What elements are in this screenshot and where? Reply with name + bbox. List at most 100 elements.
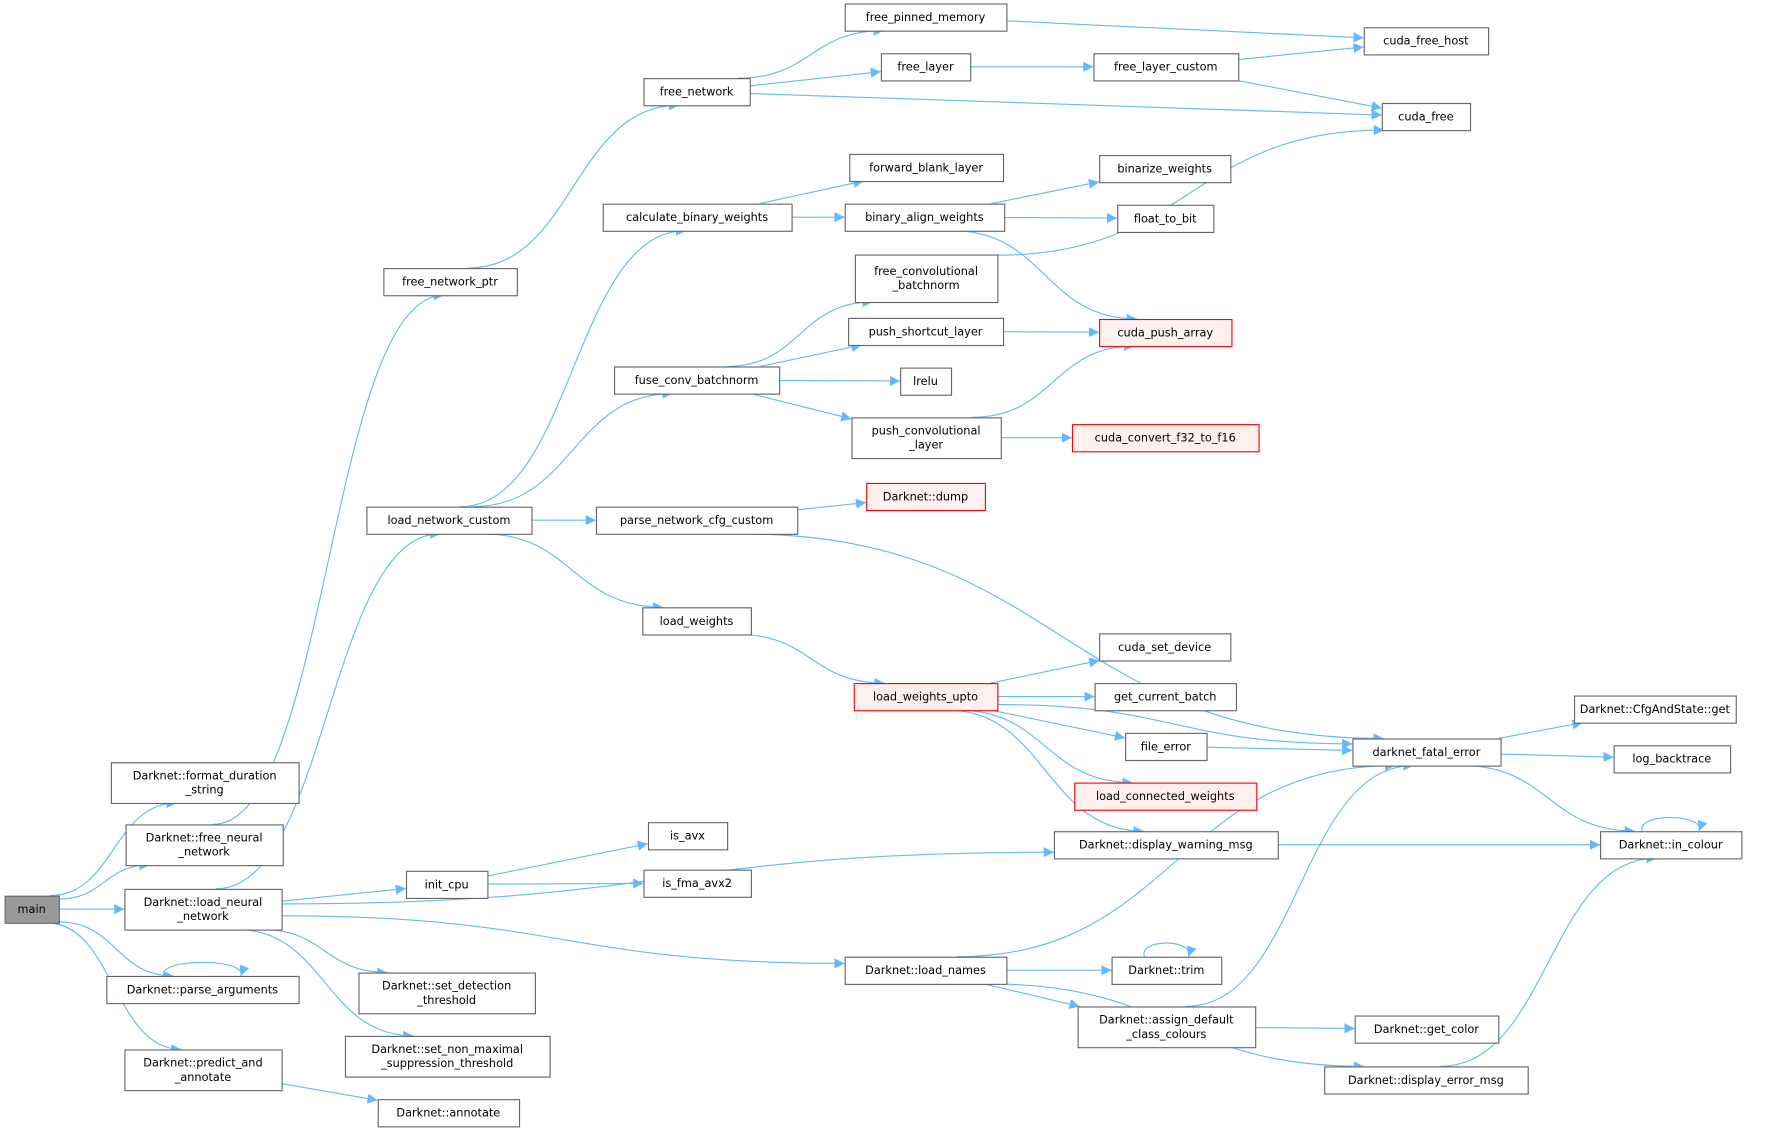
node-file-error[interactable]: file_error [1125, 732, 1208, 762]
node-binarize[interactable]: binarize_weights [1099, 154, 1232, 184]
node-box [1117, 204, 1215, 233]
node-format-duration[interactable]: Darknet::format_duration_string [110, 762, 300, 805]
node-cuda-free-host[interactable]: cuda_free_host [1363, 27, 1490, 56]
node-annotate[interactable]: Darknet::annotate [377, 1099, 521, 1128]
node-free-network[interactable]: free_network [643, 78, 751, 107]
node-cfg-get[interactable]: Darknet::CfgAndState::get [1573, 695, 1737, 724]
node-set-nms[interactable]: Darknet::set_non_maximal_suppression_thr… [344, 1035, 551, 1078]
node-parse-arguments[interactable]: Darknet::parse_arguments [106, 975, 300, 1005]
node-box [1077, 1006, 1257, 1049]
node-label: init_cpu [425, 878, 469, 891]
node-load-neural[interactable]: Darknet::load_neural_network [124, 888, 283, 931]
node-box [125, 824, 284, 867]
node-load-names[interactable]: Darknet::load_names [844, 956, 1008, 985]
edge-init_cpu-to-is_avx [487, 840, 649, 877]
node-is-avx[interactable]: is_avx [647, 822, 729, 851]
node-free-layer[interactable]: free_layer [880, 53, 972, 82]
node-label: Darknet::display_warning_msg [1079, 839, 1253, 852]
node-upto[interactable]: load_weights_upto [853, 683, 999, 712]
node-warn[interactable]: Darknet::display_warning_msg [1053, 831, 1279, 860]
node-init-cpu[interactable]: init_cpu [405, 870, 489, 900]
node-label: float_to_bit [1134, 212, 1197, 225]
node-set-det[interactable]: Darknet::set_detection_threshold [358, 972, 536, 1015]
node-is-fma[interactable]: is_fma_avx2 [643, 869, 752, 898]
node-box [344, 1035, 551, 1078]
node-box [1099, 318, 1233, 348]
edge-load_neural-to-load_names [281, 915, 845, 969]
node-dump[interactable]: Darknet::dump [866, 482, 987, 512]
edge-fuse-to-push_conv [750, 393, 852, 422]
node-get-batch[interactable]: get_current_batch [1094, 683, 1238, 712]
node-free-conv-bn[interactable]: free_convolutional_batchnorm [854, 254, 999, 304]
node-assign[interactable]: Darknet::assign_default_class_colours [1077, 1006, 1257, 1049]
node-label: Darknet::assign_default [1099, 1014, 1234, 1027]
node-calc-bin[interactable]: calculate_binary_weights [602, 203, 793, 232]
node-label: cuda_push_array [1117, 326, 1213, 339]
node-cuda-push[interactable]: cuda_push_array [1099, 318, 1233, 348]
node-parse-cfg[interactable]: parse_network_cfg_custom [595, 506, 799, 535]
edge-init_cpu-to-is_fma [487, 878, 644, 889]
node-label: Darknet::format_duration [133, 769, 277, 782]
node-push-conv[interactable]: push_convolutional_layer [851, 417, 1002, 460]
node-box [848, 317, 1005, 347]
node-predict[interactable]: Darknet::predict_and_annotate [124, 1049, 283, 1092]
node-fatal[interactable]: darknet_fatal_error [1352, 738, 1502, 767]
edge-upto-to-cuda_set_device [990, 657, 1100, 684]
node-trim[interactable]: Darknet::trim [1111, 956, 1223, 985]
node-float-to-bit[interactable]: float_to_bit [1117, 204, 1215, 233]
node-box [849, 153, 1005, 183]
node-bin-align[interactable]: binary_align_weights [844, 203, 1006, 232]
edge-load_names-to-assign [983, 983, 1080, 1010]
node-box [1125, 732, 1208, 762]
edge-free_layer_custom-to-cuda_free_host [1238, 42, 1364, 61]
node-label: free_layer_custom [1114, 61, 1218, 74]
node-get-color[interactable]: Darknet::get_color [1354, 1015, 1500, 1044]
edge-trim-to-trim [1143, 942, 1197, 957]
node-load-network-custom[interactable]: load_network_custom [366, 506, 533, 535]
edge-err_msg-to-in_colour [1439, 853, 1657, 1067]
node-backtrace[interactable]: log_backtrace [1613, 745, 1732, 774]
node-label: _network [177, 846, 230, 859]
node-box [1613, 745, 1732, 774]
node-forward-blank[interactable]: forward_blank_layer [849, 153, 1005, 183]
node-in-colour[interactable]: Darknet::in_colour [1599, 831, 1743, 860]
node-main[interactable]: main [4, 895, 60, 924]
edge-fuse-to-lrelu [779, 375, 901, 387]
node-box [643, 78, 751, 107]
node-free-pinned[interactable]: free_pinned_memory [844, 3, 1008, 32]
node-push-shortcut[interactable]: push_shortcut_layer [848, 317, 1005, 347]
node-label: Darknet::trim [1128, 964, 1204, 977]
node-free-neural[interactable]: Darknet::free_neural_network [125, 824, 284, 867]
node-lrelu[interactable]: lrelu [900, 367, 953, 396]
edge-free_neural-to-free_network_ptr [212, 290, 445, 825]
node-load-weights[interactable]: load_weights [642, 607, 752, 636]
edge-bin_align-to-binarize [991, 178, 1100, 205]
node-cuda-set-device[interactable]: cuda_set_device [1099, 633, 1232, 662]
edge-fuse-to-push_shortcut [760, 342, 862, 367]
node-cuda-convert[interactable]: cuda_convert_f32_to_f16 [1071, 424, 1260, 453]
edge-load_names-to-fatal [956, 760, 1396, 958]
node-free-layer-custom[interactable]: free_layer_custom [1093, 53, 1240, 82]
node-free-network-ptr[interactable]: free_network_ptr [383, 268, 518, 297]
node-label: darknet_fatal_error [1372, 746, 1480, 759]
node-cuda-free[interactable]: cuda_free [1381, 102, 1472, 132]
edge-in_colour-to-in_colour [1641, 817, 1708, 832]
node-label: _suppression_threshold [380, 1057, 513, 1070]
edge-free_network-to-free_layer [749, 67, 881, 87]
node-box [1573, 695, 1737, 724]
edge-predict-to-annotate [281, 1082, 378, 1104]
edge-fatal-to-backtrace [1500, 751, 1614, 762]
edge-push_conv-to-cuda_push [972, 340, 1135, 418]
edge-fatal-to-in_colour [1462, 765, 1635, 837]
node-fuse[interactable]: fuse_conv_batchnorm [613, 366, 781, 395]
node-box [900, 367, 953, 396]
node-box [844, 3, 1008, 32]
edge-upto-to-load_connected [958, 709, 1133, 788]
node-err-msg[interactable]: Darknet::display_error_msg [1324, 1066, 1529, 1095]
node-box [844, 203, 1006, 232]
edge-bin_align-to-cuda_push [952, 230, 1137, 325]
node-load-connected[interactable]: load_connected_weights [1074, 782, 1258, 811]
node-box [853, 683, 999, 712]
edge-free_network-to-cuda_free [749, 92, 1382, 120]
edge-main-to-parse_arguments [58, 921, 174, 981]
